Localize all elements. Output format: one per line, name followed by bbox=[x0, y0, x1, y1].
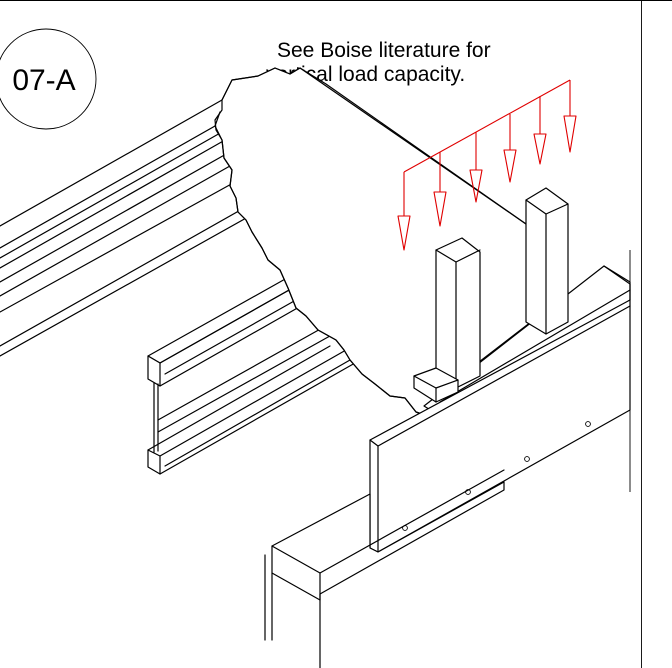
load-note-line-1: See Boise literature for bbox=[277, 39, 491, 62]
load-arrow-3 bbox=[469, 132, 483, 203]
load-arrow-line bbox=[403, 79, 571, 173]
detail-tag-label: 07-A bbox=[12, 64, 75, 97]
load-arrow-1 bbox=[397, 172, 411, 251]
load-arrow-4 bbox=[503, 114, 517, 183]
load-arrow-5 bbox=[533, 96, 547, 165]
load-arrows bbox=[397, 79, 577, 251]
load-arrow-2 bbox=[433, 152, 447, 227]
nail-3 bbox=[524, 456, 530, 462]
background-i-joist bbox=[0, 99, 265, 357]
supporting-wall bbox=[264, 469, 505, 668]
wall-stud-left bbox=[413, 237, 481, 403]
wall-stud-right bbox=[525, 187, 569, 335]
load-arrow-6 bbox=[563, 80, 577, 153]
detail-tag: 07-A bbox=[0, 28, 97, 130]
nail-4 bbox=[585, 421, 591, 427]
